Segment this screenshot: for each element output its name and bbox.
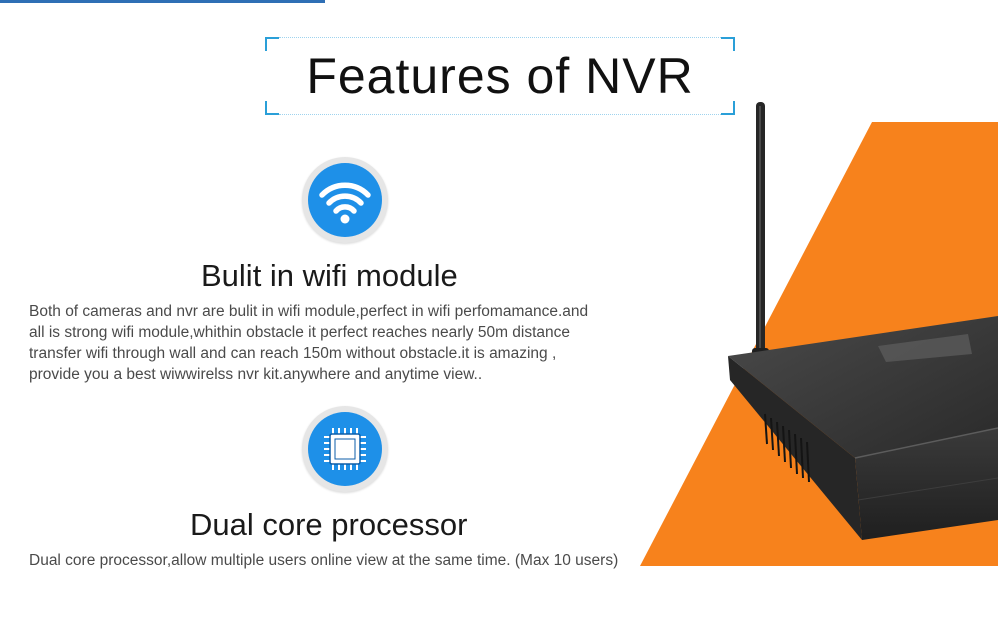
description-line: transfer wifi through wall and can reach… <box>29 345 557 362</box>
frame-corner <box>721 101 735 115</box>
nvr-device-front <box>855 428 998 540</box>
description-line: all is strong wifi module,whithin obstac… <box>29 324 571 341</box>
top-accent-line <box>0 0 325 3</box>
feature-description-processor: Dual core processor,allow multiple users… <box>29 550 709 571</box>
frame-corner <box>265 101 279 115</box>
device-vents <box>764 413 810 483</box>
frame-corner <box>721 37 735 51</box>
frame-dotted-edge <box>279 37 721 38</box>
title-frame: Features of NVR <box>265 37 735 115</box>
description-line: Dual core processor,allow multiple users… <box>29 552 619 569</box>
feature-heading-processor: Dual core processor <box>190 507 468 542</box>
feature-description-wifi: Both of cameras and nvr are bulit in wif… <box>29 301 669 385</box>
description-line: provide you a best wiwwirelss nvr kit.an… <box>29 366 483 383</box>
description-line: Both of cameras and nvr are bulit in wif… <box>29 303 589 320</box>
processor-chip-icon <box>302 406 388 492</box>
nvr-device-image <box>640 102 998 566</box>
feature-heading-wifi: Bulit in wifi module <box>201 258 458 293</box>
frame-corner <box>265 37 279 51</box>
page-title: Features of NVR <box>306 48 694 104</box>
frame-dotted-edge <box>279 114 721 115</box>
wifi-icon <box>302 157 388 243</box>
